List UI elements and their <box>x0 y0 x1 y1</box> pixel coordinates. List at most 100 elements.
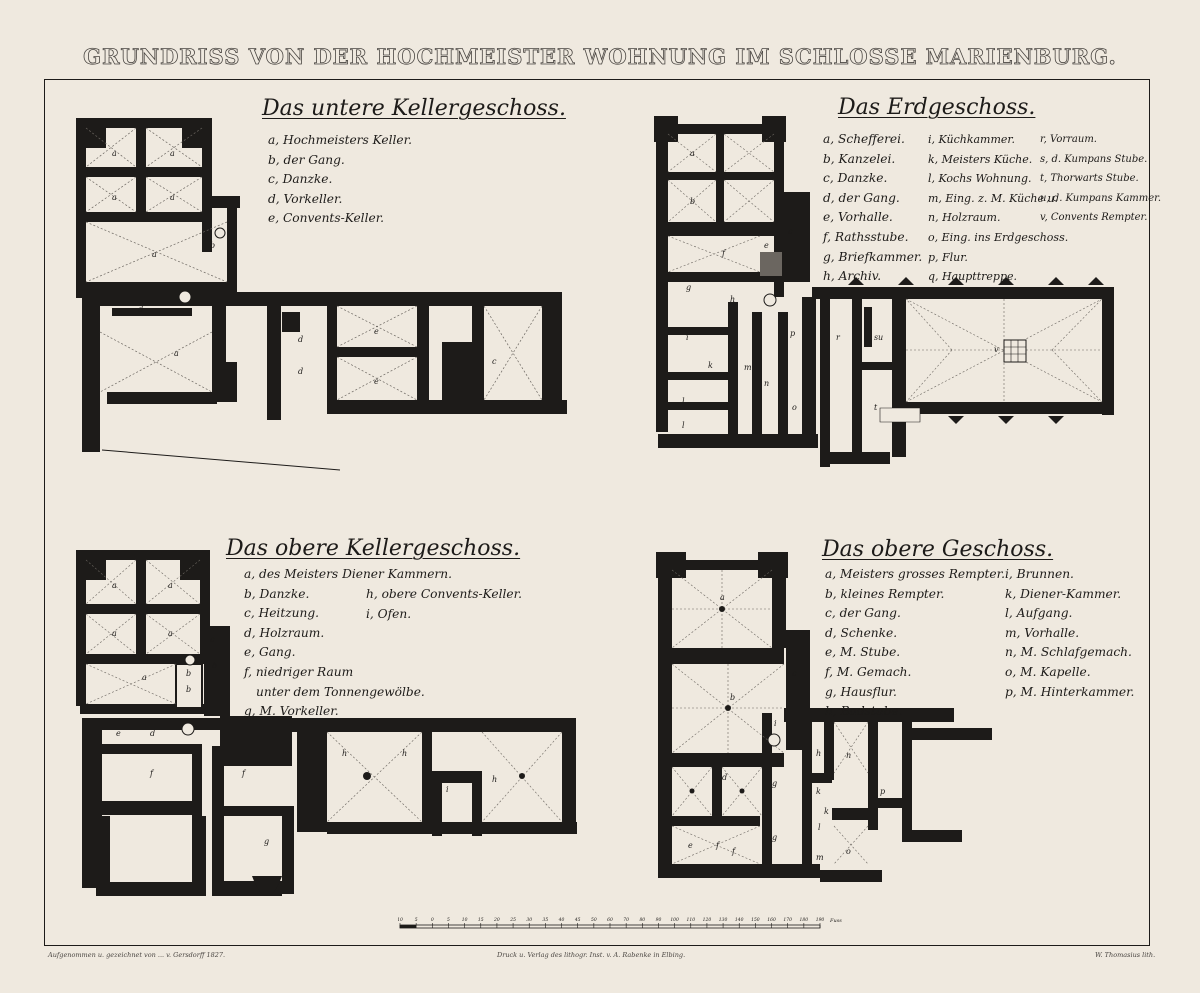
room-label: e <box>764 241 769 250</box>
room-label: u <box>878 333 883 342</box>
legend-item: d, Vorkeller. <box>268 191 343 206</box>
legend-item: q, Haupttreppe. <box>928 270 1018 284</box>
scale-tick-label: 140 <box>735 917 744 923</box>
plan-upper-floor: a b c d e f f g g h k k l m n p o i <box>652 548 992 888</box>
room-label: v <box>994 345 999 354</box>
footer-right: W. Thomasius lith. <box>1095 951 1156 959</box>
legend-item: i, Ofen. <box>366 606 412 621</box>
scale-tick-label: 5 <box>447 917 450 923</box>
room-label: r <box>836 333 841 342</box>
room-label: b <box>186 685 191 694</box>
legend-item: f, M. Gemach. <box>825 664 912 679</box>
scale-tick-label: 10 <box>398 917 403 923</box>
legend-item: r, Vorraum. <box>1040 134 1097 145</box>
legend-item: a, Hochmeisters Keller. <box>268 133 412 147</box>
scale-tick-label: 45 <box>574 917 581 923</box>
legend-item: d, Schenke. <box>825 625 898 640</box>
legend-item: u, d. Kumpans Kammer. <box>1040 192 1162 204</box>
scale-bar-fill <box>400 925 416 928</box>
room-label: a <box>152 250 157 259</box>
room-label: a <box>112 149 117 158</box>
room-label: d <box>298 335 303 344</box>
room-label: b <box>690 197 695 206</box>
legend-item: f, Rathsstube. <box>823 229 909 244</box>
legend-item: f, niedriger Raum <box>244 664 354 679</box>
room-label: f <box>149 769 155 778</box>
scale-tick-label: 120 <box>703 917 712 923</box>
legend-item: n, Holzraum. <box>928 211 1001 225</box>
room-label: b <box>730 693 735 702</box>
heading-lower-cellar: Das untere Kellergeschoss. <box>262 96 566 121</box>
legend-item: d, der Gang. <box>823 190 900 205</box>
legend-item: v, Convents Rempter. <box>1040 212 1148 224</box>
room-label: a <box>168 629 173 638</box>
legend-item: m, Vorhalle. <box>1005 625 1080 640</box>
scale-tick-label: 90 <box>656 917 662 923</box>
room-label: t <box>874 403 878 412</box>
legend-item: a, des Meisters Diener Kammern. <box>244 567 452 581</box>
room-label: b <box>186 669 191 678</box>
room-label: a <box>174 349 179 358</box>
legend-item: h, Badstube. <box>825 704 903 719</box>
scale-tick-label: 130 <box>719 917 728 923</box>
room-label: p <box>790 329 795 338</box>
legend-item: e, Convents-Keller. <box>268 211 385 226</box>
room-label: i <box>774 719 777 728</box>
scale-tick-label: 30 <box>526 917 532 923</box>
room-label: o <box>846 847 851 856</box>
legend-item: s, d. Kumpans Stube. <box>1040 153 1148 165</box>
legend-item: b, Kanzelei. <box>823 151 896 166</box>
room-label: i <box>446 785 449 794</box>
room-label: h <box>816 749 821 758</box>
scale-tick-label: 80 <box>639 917 645 923</box>
room-label: k <box>824 807 829 816</box>
plan-lower-cellar: a a a a a a b d d d e e c <box>72 112 572 472</box>
upper-cellar-room-labels: a a a a a b b b c d e f f g h h h i <box>112 581 497 846</box>
room-label: e <box>374 377 379 386</box>
legend-upper-floor-col1: a, Meisters grosses Rempter. b, kleines … <box>825 565 1005 722</box>
room-label: e <box>116 729 121 738</box>
room-label: d <box>138 305 143 314</box>
room-label: a <box>170 149 175 158</box>
heading-upper-cellar: Das obere Kellergeschoss. <box>226 536 521 561</box>
legend-item: e, Gang. <box>244 645 296 660</box>
scale-tick-label: 15 <box>478 917 484 923</box>
legend-item: k, Diener-Kammer. <box>1005 586 1122 601</box>
scale-tick-label: 35 <box>543 917 549 923</box>
room-label: e <box>374 327 379 336</box>
legend-item: c, Danzke. <box>823 171 888 186</box>
room-label: k <box>708 361 713 370</box>
legend-upper-cellar-col1: a, des Meisters Diener Kammern. b, Danzk… <box>244 565 452 722</box>
legend-item: h, Archiv. <box>823 269 882 284</box>
scale-tick-label: 50 <box>591 917 597 923</box>
scale-tick-label: 170 <box>783 917 792 923</box>
upper-floor-room-labels: a b c d e f f g g h k k l m n p o i <box>688 593 885 862</box>
room-label: m <box>744 363 752 372</box>
legend-item: c, Danzke. <box>268 172 333 187</box>
legend-item: b, der Gang. <box>268 152 345 167</box>
border-frame <box>44 79 1150 946</box>
scale-tick-label: 160 <box>767 917 776 923</box>
room-label: a <box>112 193 117 202</box>
legend-item: e, Vorhalle. <box>823 210 893 225</box>
room-label: c <box>210 635 215 644</box>
scale-tick-label: 0 <box>431 917 434 923</box>
scale-tick-label: 110 <box>686 917 695 923</box>
room-label: g <box>264 837 269 846</box>
scale-tick-label: 150 <box>751 917 760 923</box>
lower-cellar-room-labels: a a a a a a b d d d e e c <box>112 149 497 386</box>
legend-item: n, M. Schlafgemach. <box>1005 645 1132 660</box>
legend-ground-floor-col2: i, Küchkammer. k, Meisters Küche. l, Koc… <box>928 130 1068 287</box>
room-label: g <box>686 283 691 292</box>
scale-bar: 1050510152025303540455060708090100110120… <box>398 917 842 929</box>
room-label: a <box>168 581 173 590</box>
legend-item: i, Küchkammer. <box>928 133 1015 146</box>
scale-tick-label: 5 <box>415 917 418 923</box>
legend-item: l, Aufgang. <box>1005 606 1073 621</box>
plan-upper-cellar: a a a a a b b b c d e f f g h h h i <box>72 546 582 916</box>
room-label: c <box>792 669 797 678</box>
legend-item: a, Meisters grosses Rempter. <box>825 567 1005 581</box>
legend-item: d, Holzraum. <box>244 625 325 640</box>
room-label: l <box>682 397 685 406</box>
